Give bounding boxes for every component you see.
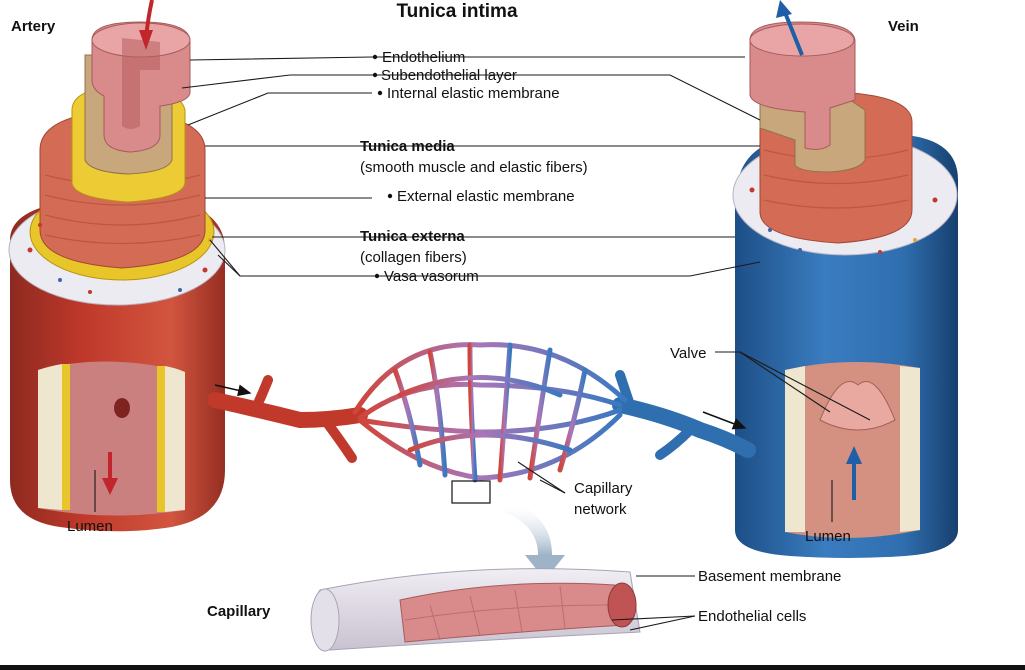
valve-flap (819, 381, 896, 431)
vein-lumen-label: Lumen (805, 528, 851, 545)
capillary-detail (310, 568, 641, 652)
tunica-externa-sub-label: (collagen fibers) (360, 249, 467, 266)
artery-lumen-label: Lumen (67, 518, 113, 535)
external-elastic-label: External elastic membrane (397, 188, 575, 205)
arteriole (207, 392, 368, 429)
capillary-network-label-line2: network (574, 501, 627, 518)
valve-label: Valve (670, 345, 706, 362)
internal-elastic-label: Internal elastic membrane (387, 85, 560, 102)
venule-to-vein-arrow (702, 411, 747, 430)
subendothelial-label: Subendothelial layer (381, 67, 517, 84)
zoom-arrow (502, 498, 552, 556)
bottom-border (0, 665, 1025, 670)
artery-to-arteriole-arrow (214, 384, 252, 397)
capillary-network-label-line1: Capillary (574, 480, 633, 497)
vein-vasa-vasorum-dots (749, 187, 938, 254)
artery-illustration (8, 0, 226, 532)
capillary-label: Capillary (207, 603, 271, 620)
artery-label: Artery (11, 18, 56, 35)
vein-illustration (732, 0, 958, 558)
basement-membrane-label: Basement membrane (698, 568, 841, 585)
artery-lumen-cutaway (38, 361, 185, 516)
tunica-media-label: Tunica media (360, 138, 455, 155)
leader-lines (94, 56, 871, 631)
capillary-network (207, 342, 756, 580)
artery-vasa-vasorum-dots (27, 223, 212, 294)
vasa-vasorum-label: Vasa vasorum (384, 268, 479, 285)
endothelium-label: Endothelium (382, 49, 465, 66)
diagram-title: Tunica intima (396, 1, 517, 22)
endothelial-cells-label: Endothelial cells (698, 608, 806, 625)
capillary-detail-box (451, 480, 491, 504)
vein-flow-arrow-out (782, 9, 804, 56)
venule (612, 397, 756, 458)
tunica-externa-label: Tunica externa (360, 228, 465, 245)
tunica-media-sub-label: (smooth muscle and elastic fibers) (360, 159, 588, 176)
label-bullets (372, 54, 393, 279)
vein-label: Vein (888, 18, 919, 35)
